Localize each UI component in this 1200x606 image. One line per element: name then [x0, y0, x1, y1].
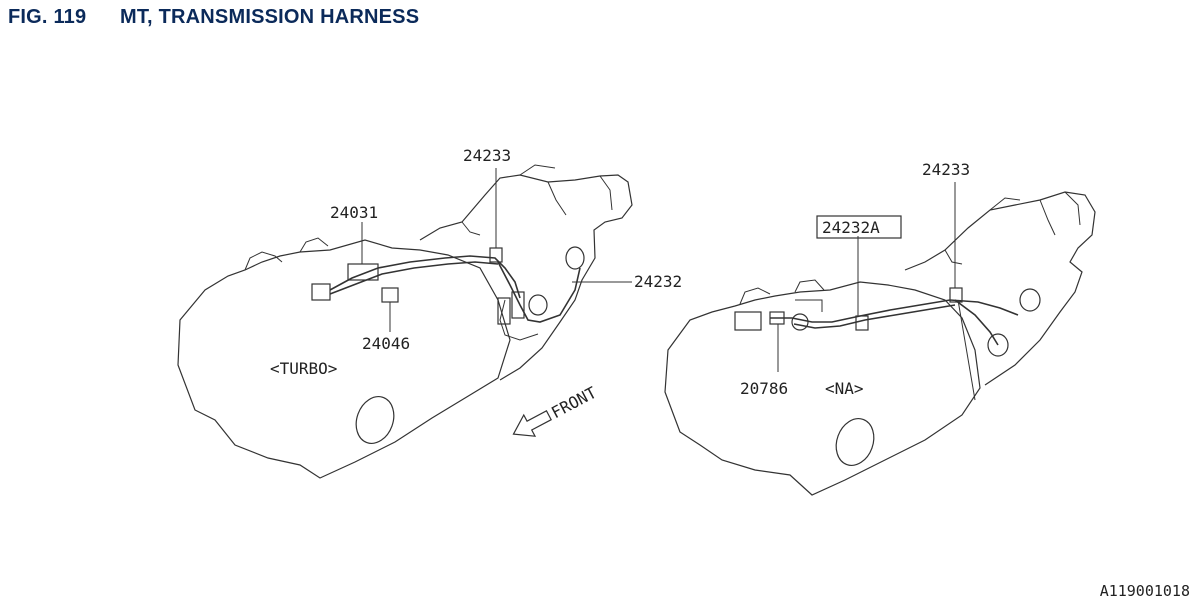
turbo-harness-main-2 [329, 261, 499, 295]
label-24046: 24046 [362, 334, 410, 353]
turbo-flywheel [355, 396, 395, 444]
turbo-transmission-detail [461, 164, 613, 236]
label-24232: 24232 [634, 272, 682, 291]
turbo-harness-branch-2 [499, 299, 539, 341]
figure-title: MT, TRANSMISSION HARNESS [120, 6, 420, 28]
reference-code: A119001018 [1099, 582, 1190, 600]
na-connector-20786 [769, 311, 785, 325]
label-24232a-box [816, 215, 902, 239]
turbo-sensor-a [565, 246, 585, 270]
label-24233-na: 24233 [922, 160, 970, 179]
na-clip-a [855, 315, 869, 331]
label-24233-turbo: 24233 [463, 146, 511, 165]
turbo-connector-left [311, 283, 331, 301]
turbo-sensor-c [497, 297, 511, 325]
figure-header: FIG. 119 MT, TRANSMISSION HARNESS [8, 6, 419, 29]
na-transmission-outline [904, 191, 1096, 386]
turbo-connector-24046 [381, 287, 399, 303]
turbo-engine-outline [177, 239, 511, 479]
turbo-connector-24031 [347, 263, 379, 281]
turbo-engine-top-bumps [244, 237, 329, 271]
na-harness-top [795, 299, 823, 312]
front-arrow-icon [512, 410, 552, 437]
front-label: FRONT [548, 383, 600, 423]
label-24031: 24031 [330, 203, 378, 222]
na-housing-seam [957, 299, 976, 401]
na-harness-main-2 [793, 304, 956, 329]
turbo-harness-main [329, 255, 521, 299]
na-engine-drawing [664, 182, 1096, 496]
front-arrow: FRONT [512, 383, 600, 437]
label-20786: 20786 [740, 379, 788, 398]
na-harness-main [770, 299, 1019, 323]
na-connector-left [734, 311, 762, 331]
label-na-variant: <NA> [825, 379, 864, 398]
na-harness-branch [954, 299, 999, 346]
turbo-sensor-d [511, 291, 525, 319]
na-sensor-a [1019, 288, 1041, 312]
turbo-engine-drawing [177, 164, 633, 479]
na-flywheel [835, 418, 875, 466]
figure-number: FIG. 119 [8, 6, 87, 28]
turbo-sensor-b [528, 294, 548, 316]
na-connector-mid [791, 313, 809, 331]
na-transmission-detail [944, 191, 1081, 265]
na-engine-top-bumps [739, 279, 825, 305]
na-engine-outline [664, 281, 981, 496]
label-turbo-variant: <TURBO> [270, 359, 337, 378]
turbo-harness-branch [497, 261, 581, 323]
label-24232a: 24232A [822, 218, 880, 237]
na-clip-24233 [949, 287, 963, 303]
na-sensor-b [987, 333, 1009, 357]
turbo-transmission-outline [419, 174, 633, 381]
